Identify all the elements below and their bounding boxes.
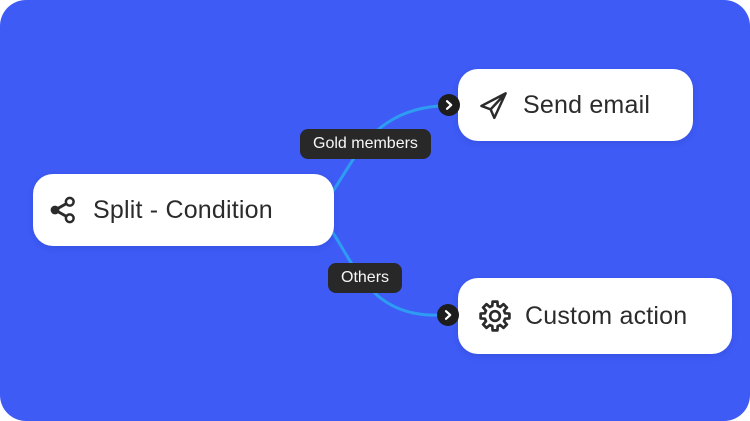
node-send-email[interactable]: Send email (458, 69, 693, 141)
collapse-badge-custom-action[interactable] (437, 304, 459, 326)
send-email-icon (477, 89, 510, 122)
branch-chip-label: Others (341, 269, 390, 286)
branch-chip-others[interactable]: Others (328, 263, 403, 293)
node-label: Custom action (525, 301, 688, 330)
split-icon (49, 195, 79, 225)
node-label: Split - Condition (93, 195, 273, 224)
collapse-badge-send-email[interactable] (438, 94, 460, 116)
node-split-condition[interactable]: Split - Condition (33, 174, 334, 246)
gear-icon (478, 299, 512, 333)
branch-chip-gold-members[interactable]: Gold members (300, 129, 431, 159)
branch-chip-label: Gold members (313, 135, 418, 152)
chevron-right-icon (445, 100, 453, 110)
node-label: Send email (523, 90, 651, 119)
node-custom-action[interactable]: Custom action (458, 278, 732, 354)
chevron-right-icon (444, 310, 452, 320)
